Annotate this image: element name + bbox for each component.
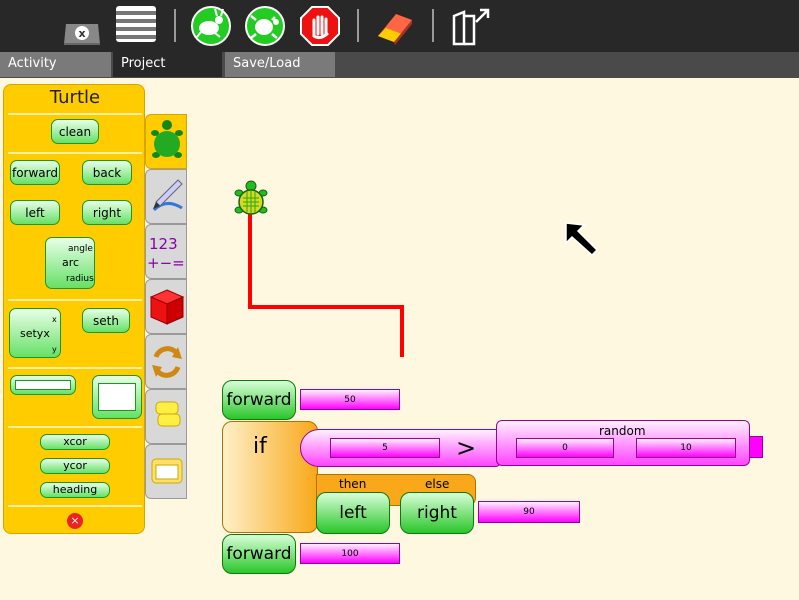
stop-icon[interactable] [300, 6, 340, 46]
turtle-palette: Turtle clean forward back left right ang… [3, 84, 145, 534]
tab-activity[interactable]: Activity [0, 52, 111, 77]
heading-block[interactable]: heading [40, 482, 110, 498]
palette-divider [8, 299, 142, 301]
then-label: then [339, 477, 367, 491]
turtle-icon[interactable] [232, 180, 270, 220]
compare-left-value[interactable]: 5 [330, 438, 440, 458]
numbers-tab-digits: 123 [149, 235, 178, 253]
arc-block[interactable]: angle arc radius [45, 237, 95, 289]
activity-icon[interactable]: x [62, 6, 102, 46]
pen-tab-icon [152, 179, 183, 212]
arc-label: arc [62, 256, 80, 269]
forward-block[interactable]: forward [10, 160, 60, 185]
program-left-block[interactable]: left [316, 492, 390, 534]
right-block[interactable]: right [82, 200, 132, 225]
toolbar: x [0, 0, 799, 52]
xcor-block[interactable]: xcor [40, 434, 110, 450]
palette-divider [8, 505, 142, 507]
arc-radius-label: radius [66, 274, 94, 284]
eraser-icon[interactable] [374, 6, 414, 46]
program-right-value[interactable]: 90 [478, 501, 580, 523]
clean-block[interactable]: clean [51, 119, 99, 144]
media-palette-tab[interactable] [145, 444, 187, 499]
palette-divider [8, 152, 142, 154]
random-min-value[interactable]: 0 [516, 438, 614, 458]
palette-divider [8, 113, 142, 115]
program-forward-block[interactable]: forward [222, 380, 296, 420]
setxy-label: setyx [20, 327, 50, 340]
pen-palette-tab[interactable] [145, 169, 187, 224]
loop-tab-icon [152, 346, 182, 378]
if-label: if [253, 434, 267, 459]
svg-text:x: x [78, 27, 85, 40]
blocks-palette-tab[interactable] [145, 279, 187, 334]
box-tab-icon [149, 289, 185, 325]
seth-block[interactable]: seth [82, 308, 130, 333]
program-right-block[interactable]: right [400, 492, 474, 534]
toolbar-separator [357, 9, 359, 42]
palette-toggle-icon[interactable] [116, 6, 156, 46]
ycor-block[interactable]: ycor [40, 458, 110, 474]
toolbar-separator [432, 9, 434, 42]
media-tab-icon [151, 458, 183, 484]
setxy-x-label: x [52, 315, 57, 324]
else-label: else [425, 477, 450, 491]
string-block[interactable] [10, 375, 76, 395]
numbers-palette-tab[interactable]: 123 +−= [145, 224, 187, 279]
media-block[interactable] [92, 375, 142, 419]
share-icon[interactable] [450, 6, 490, 46]
compare-operator: > [456, 434, 477, 462]
random-max-value[interactable]: 10 [636, 438, 736, 458]
numbers-tab-operators: +−= [147, 254, 185, 272]
arc-angle-label: angle [68, 244, 93, 254]
setxy-block[interactable]: x setyx y [9, 308, 61, 358]
program-forward-100-block[interactable]: forward [222, 534, 296, 574]
tab-project[interactable]: Project [113, 52, 222, 77]
random-label: random [599, 424, 646, 438]
run-slow-icon[interactable] [245, 6, 285, 46]
toolbar-separator [174, 9, 176, 42]
program-forward-value[interactable]: 50 [300, 389, 400, 410]
palette-divider [8, 426, 142, 428]
toolbar-tab-strip: Activity Project Save/Load [0, 52, 799, 78]
palette-divider [8, 367, 142, 369]
close-palette-icon[interactable]: × [67, 513, 83, 529]
left-block[interactable]: left [10, 200, 60, 225]
turtle-palette-tab[interactable] [145, 114, 187, 169]
random-connector [749, 436, 763, 458]
mouse-pointer-icon [564, 221, 600, 257]
run-fast-icon[interactable] [191, 6, 231, 46]
tab-save-load[interactable]: Save/Load [225, 52, 335, 77]
flow-palette-tab[interactable] [145, 334, 187, 389]
back-block[interactable]: back [82, 160, 132, 185]
action-palette-tab[interactable] [145, 389, 187, 444]
palette-title: Turtle [49, 87, 101, 108]
program-forward-100-value[interactable]: 100 [300, 543, 400, 564]
setxy-y-label: y [52, 345, 57, 354]
turtle-tab-icon [151, 120, 183, 158]
action-tab-icon [155, 401, 181, 427]
